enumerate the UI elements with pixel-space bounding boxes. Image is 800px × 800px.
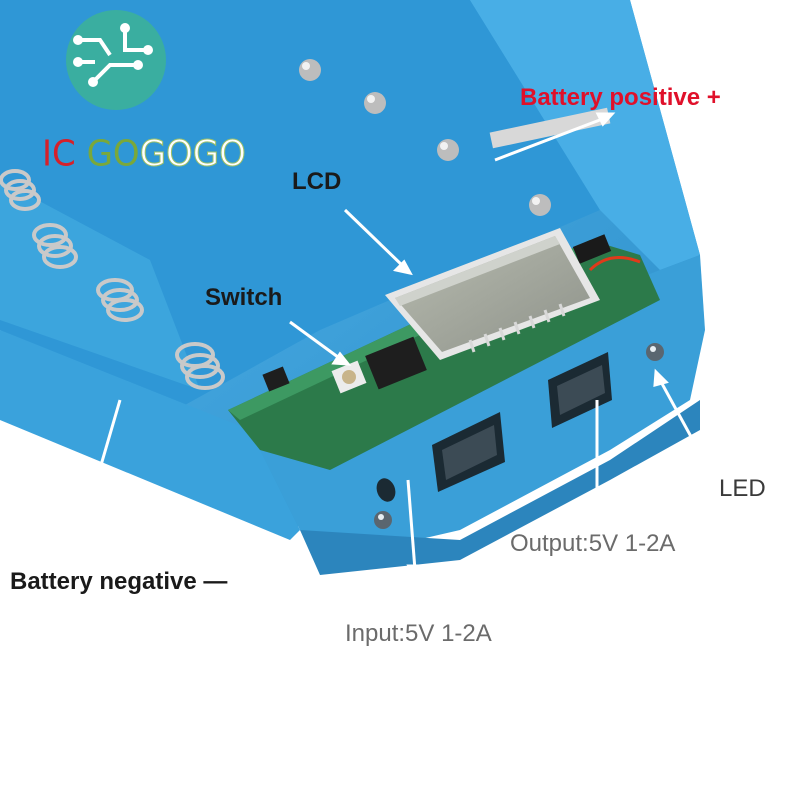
label-lcd: LCD — [292, 168, 342, 195]
arrow-battery-positive — [494, 112, 616, 162]
brand-logo — [66, 10, 166, 110]
label-input: Input:5V 1-2A — [345, 620, 492, 647]
lcd-module — [385, 228, 600, 360]
arrow-lcd — [343, 208, 413, 276]
brand-wordmark-part2: GO — [86, 133, 140, 175]
arrow-input — [406, 479, 424, 582]
positive-contacts — [299, 59, 611, 216]
label-led: LED — [719, 475, 766, 502]
arrow-output — [588, 400, 606, 512]
brand-wordmark-part3: GOGO — [139, 132, 246, 175]
callout-arrows — [77, 112, 714, 582]
label-switch: Switch — [205, 284, 283, 311]
input-port — [376, 478, 396, 502]
brand-wordmark-part1: IC — [42, 133, 87, 175]
usb-port-out-2a — [548, 352, 612, 428]
arrow-led — [653, 368, 714, 476]
brand-wordmark: IC GOGOGO — [42, 132, 246, 175]
usb-port-out-1a — [432, 412, 505, 492]
label-battery-positive: Battery positive + — [520, 84, 721, 111]
battery-springs — [0, 169, 225, 390]
led-lights — [374, 343, 664, 529]
arrow-battery-negative — [77, 399, 122, 531]
label-battery-negative: Battery negative — — [10, 568, 228, 595]
label-output: Output:5V 1-2A — [510, 530, 676, 557]
arrow-switch — [289, 320, 352, 366]
